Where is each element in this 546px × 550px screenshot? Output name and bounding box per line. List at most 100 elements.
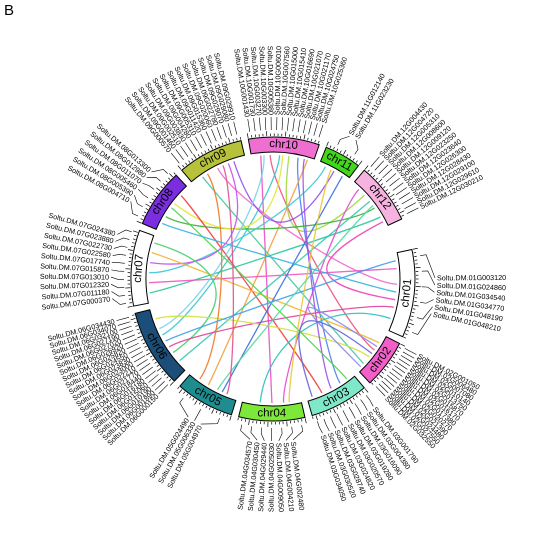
scale-tick	[390, 359, 396, 364]
scale-tick	[329, 409, 332, 413]
synteny-link	[260, 155, 273, 404]
chromosome-chr10	[247, 136, 320, 160]
gene-connector	[111, 269, 125, 272]
scale-tick	[156, 367, 162, 372]
scale-tick	[192, 398, 195, 401]
scale-tick	[168, 378, 172, 382]
scale-tick	[198, 402, 201, 405]
gene-connector	[278, 427, 283, 442]
scale-tick	[349, 156, 352, 159]
chromosome-chr04	[238, 401, 306, 422]
synteny-link	[151, 252, 380, 344]
scale-tick	[210, 144, 213, 150]
scale-tick	[303, 134, 306, 140]
scale-tick	[408, 322, 414, 326]
scale-tick	[404, 333, 408, 336]
scale-tick	[349, 399, 353, 405]
scale-tick	[188, 160, 191, 163]
scale-tick	[386, 365, 389, 368]
scale-tick	[397, 208, 401, 210]
chromosome-chr01	[388, 248, 416, 338]
gene-label: Soltu.DM.07G013010	[40, 272, 109, 282]
chromosome-label-chr04: chr04	[257, 407, 286, 419]
scale-tick	[225, 141, 227, 144]
chromosome-label-chr07: chr07	[132, 254, 146, 284]
scale-tick	[163, 373, 167, 376]
gene-connector	[330, 416, 337, 429]
scale-tick	[145, 203, 150, 207]
scale-tick	[182, 164, 185, 168]
scale-tick	[152, 358, 155, 361]
gene-connector	[190, 139, 198, 151]
gene-connector	[110, 276, 125, 280]
scale-tick	[140, 339, 144, 341]
gene-connector	[398, 358, 410, 367]
synteny-link	[174, 155, 284, 230]
gene-connector	[124, 338, 137, 345]
gene-connector	[247, 118, 251, 132]
scale-tick	[355, 160, 358, 163]
scale-tick	[143, 211, 147, 214]
gene-connector	[398, 192, 411, 200]
synteny-link	[179, 200, 371, 362]
scale-tick	[399, 210, 405, 214]
scale-tick	[411, 315, 414, 317]
synteny-link	[259, 312, 391, 403]
synteny-link	[207, 159, 309, 386]
scale-tick	[333, 408, 336, 414]
gene-connector	[211, 129, 217, 142]
chromosome-chr07	[130, 229, 155, 307]
scale-tick	[229, 415, 232, 421]
gene-connector	[122, 334, 135, 340]
gene-label: Soltu.DM.07G015870	[40, 261, 110, 274]
scale-tick	[310, 138, 313, 142]
scale-tick	[145, 352, 151, 356]
gene-connector	[120, 330, 134, 336]
scale-tick	[189, 395, 192, 399]
gene-connector	[342, 410, 350, 423]
gene-connector	[348, 407, 356, 419]
gene-connector	[416, 306, 433, 320]
scale-tick	[132, 230, 138, 233]
scale-tick	[226, 414, 228, 418]
gene-labels: Soltu.DM.01G003120Soltu.DM.01G024860Solt…	[40, 46, 506, 512]
gene-label: Soltu.DM.04G029440	[256, 443, 269, 513]
gene-connector	[128, 347, 141, 354]
scale-tick	[162, 183, 166, 186]
scale-tick	[197, 154, 200, 157]
synteny-link	[298, 320, 373, 397]
gene-connector	[401, 197, 414, 205]
gene-connector	[259, 117, 261, 131]
scale-tick	[314, 139, 316, 143]
gene-connector	[200, 417, 220, 425]
gene-connector	[151, 377, 162, 387]
scale-tick	[131, 245, 134, 248]
gene-connector	[227, 123, 232, 136]
gene-connector	[402, 351, 415, 359]
scale-tick	[413, 304, 419, 307]
gene-connector	[404, 348, 417, 355]
scale-tick	[355, 395, 358, 398]
gene-connector	[112, 254, 126, 256]
scale-tick	[373, 379, 377, 383]
synteny-link	[161, 222, 397, 293]
gene-connector	[148, 374, 159, 383]
synteny-link	[154, 242, 217, 354]
synteny-link	[222, 165, 235, 395]
scale-tick	[339, 405, 342, 408]
scale-tick	[221, 142, 224, 146]
scale-tick	[410, 319, 413, 321]
scale-tick	[177, 386, 180, 390]
scale-tick	[186, 393, 189, 397]
gene-connector	[411, 313, 432, 335]
gene-connector	[216, 126, 222, 140]
scale-tick	[134, 321, 137, 324]
gene-connector	[395, 187, 407, 196]
gene-label: Soltu.DM.01G024860	[437, 281, 506, 293]
scale-tick	[394, 201, 397, 204]
gene-label: Soltu.DM.10G003300	[257, 46, 269, 115]
gene-connector	[313, 123, 318, 136]
gene-connector	[111, 291, 125, 297]
synteny-link	[282, 188, 360, 403]
scale-tick	[248, 419, 250, 426]
